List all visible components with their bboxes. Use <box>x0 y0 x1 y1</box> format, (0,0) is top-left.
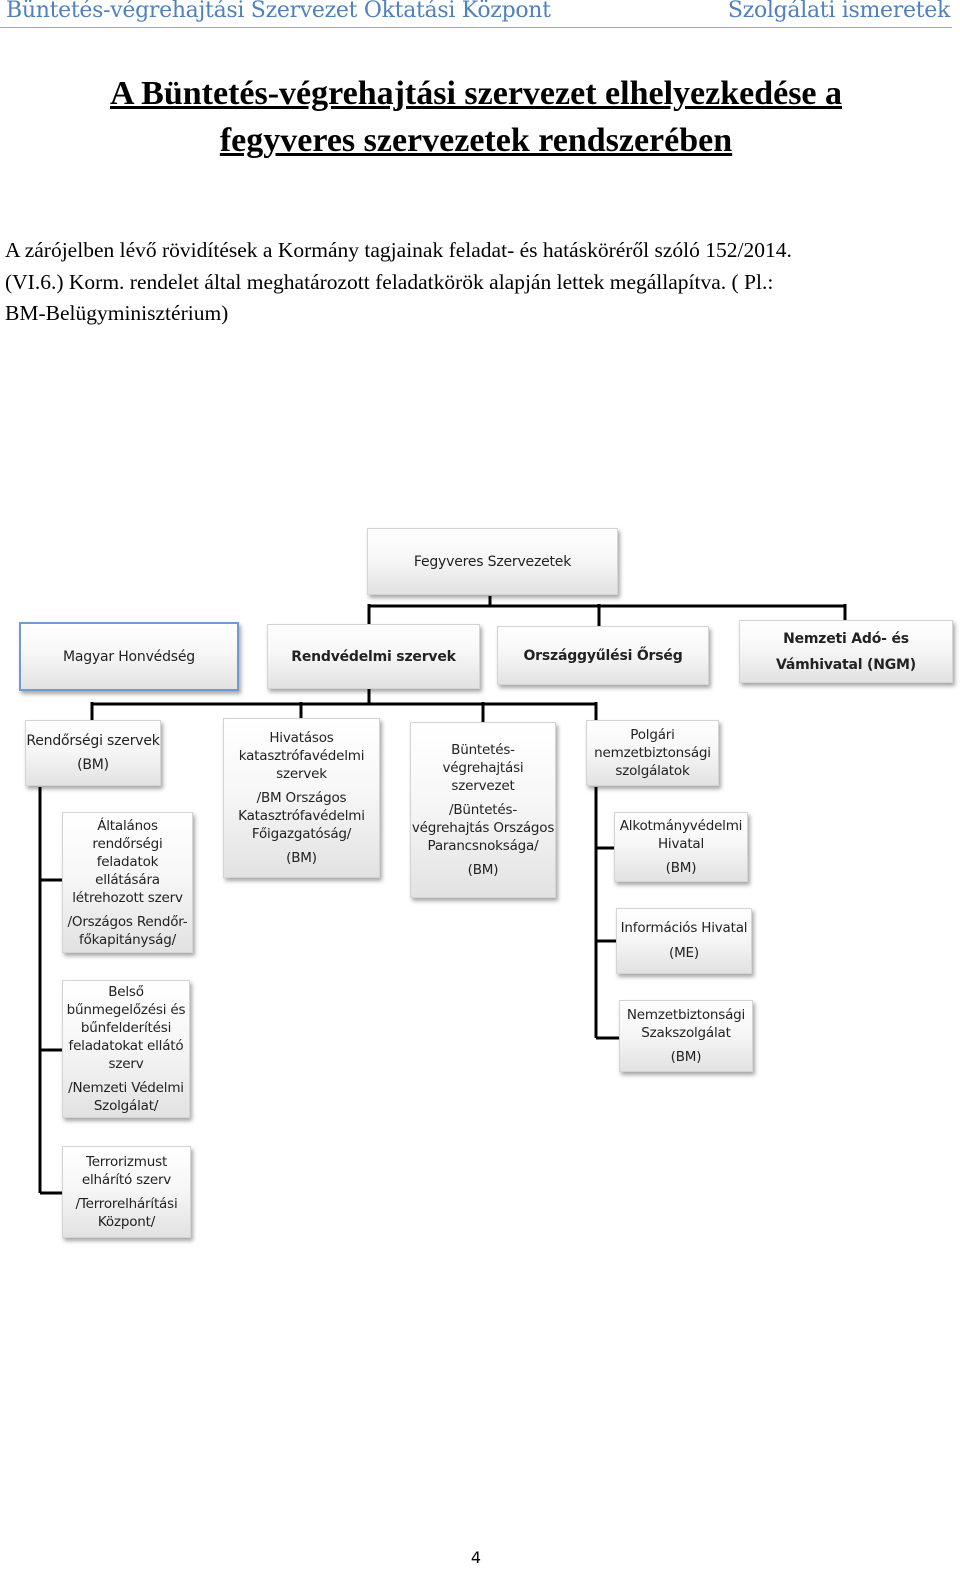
org-box-label-3: szolgálatok <box>615 763 690 779</box>
org-box-label-3: (BM) <box>670 1049 702 1065</box>
intro-paragraph: A zárójelben lévő rövidítések a Kormány … <box>5 235 950 330</box>
org-box-label-1: Hivatásos <box>269 730 334 746</box>
header-section: Szolgálati ismeretek <box>727 0 950 23</box>
org-box-magyar-honvedseg: Magyar Honvédség <box>19 622 239 691</box>
org-box-label: Rendvédelmi szervek <box>291 648 456 665</box>
title-line-2: fegyveres szervezetek rendszerében <box>219 122 733 159</box>
org-box-label-1: Nemzetbiztonsági <box>626 1007 746 1023</box>
org-box-label-4: Központ/ <box>97 1214 156 1230</box>
org-box-orfk: Általános rendőrségi feladatok ellátásár… <box>62 812 193 953</box>
org-box-label-2: rendőrségi <box>92 835 163 852</box>
org-box-orszaggyulesi-orseg: Országgyűlési Őrség <box>497 626 709 685</box>
page-number: 4 <box>470 1548 482 1567</box>
org-box-label-4: /BM Országos <box>256 790 347 806</box>
org-box-label-2: nemzetbiztonsági <box>594 745 711 761</box>
org-box-label-2: (ME) <box>669 945 699 961</box>
org-box-label-3: feladatok <box>96 853 159 870</box>
title-line-1: A Büntetés-végrehajtási szervezet elhely… <box>109 75 843 112</box>
org-box-label-4: ellátására <box>95 871 160 888</box>
org-box-label-1: Nemzeti Adó- és <box>783 630 909 647</box>
org-box-fegyveres-szervezetek: Fegyveres Szervezetek <box>367 528 618 595</box>
org-box-label-4: feladatokat ellátó <box>68 1038 184 1054</box>
org-box-label-2: katasztrófavédelmi <box>238 748 365 764</box>
intro-line-1: A zárójelben lévő rövidítések a Kormány … <box>5 238 792 262</box>
org-box-label-7: főkapitányság/ <box>79 931 176 948</box>
org-box-label-1: Információs Hivatal <box>620 920 748 936</box>
org-box-bv-szervezet: Büntetés- végrehajtási szervezet /Büntet… <box>410 722 556 898</box>
org-box-label-3: /Terrorelhárítási <box>75 1196 178 1212</box>
intro-line-2: (VI.6.) Korm. rendelet által meghatározo… <box>5 269 774 294</box>
org-box-label-7: Szolgálat/ <box>93 1098 159 1114</box>
org-box-tek: Terrorizmust elhárító szerv /Terrorelhár… <box>62 1146 191 1238</box>
org-box-label-5: végrehajtás Országos <box>411 820 555 836</box>
org-box-label-2: Vámhivatal (NGM) <box>776 656 916 673</box>
header-organization: Büntetés-végrehajtási Szervezet Oktatási… <box>6 0 551 23</box>
org-box-label-6: Parancsnoksága/ <box>427 838 539 854</box>
org-box-nav: Nemzeti Adó- és Vámhivatal (NGM) <box>739 620 953 683</box>
org-box-label-1: Terrorizmust <box>85 1154 168 1170</box>
org-box-nvsz: Belső bűnmegelőzési és bűnfelderítési fe… <box>62 980 190 1118</box>
org-box-label-3: szervek <box>276 766 327 782</box>
org-box-label-2: Szakszolgálat <box>641 1025 731 1041</box>
org-box-label-1: Büntetés- <box>451 742 515 758</box>
intro-line-3: BM-Belügyminisztérium) <box>5 301 229 325</box>
org-box-label-2: (BM) <box>77 757 109 773</box>
org-box-label-2: bűnmegelőzési és <box>66 1002 186 1018</box>
org-box-label-1: Általános <box>97 817 158 834</box>
running-header: Büntetés-végrehajtási Szervezet Oktatási… <box>0 0 960 28</box>
org-box-label: Fegyveres Szervezetek <box>413 553 572 570</box>
org-box-label: Magyar Honvédség <box>63 648 195 665</box>
org-box-label-1: Polgári <box>630 727 675 743</box>
org-box-label-6: /Nemzeti Védelmi <box>68 1080 184 1096</box>
org-box-label-5: Katasztrófavédelmi <box>238 808 365 824</box>
org-box-label-2: végrehajtási <box>442 760 524 776</box>
org-box-nemzetbiztonsagi-szakszolgalat: Nemzetbiztonsági Szakszolgálat (BM) <box>619 1000 753 1072</box>
org-box-label-1: Belső <box>108 984 144 1000</box>
org-box-label-3: bűnfelderítési <box>80 1020 172 1036</box>
org-box-label-1: Rendőrségi szervek <box>26 733 160 749</box>
org-box-label-5: létrehozott szerv <box>72 889 183 906</box>
org-box-polgari-nemzetbiztonsagi: Polgári nemzetbiztonsági szolgálatok <box>586 720 719 786</box>
org-box-label-7: (BM) <box>467 862 499 878</box>
org-box-rendvedelmi-szervek: Rendvédelmi szervek <box>267 624 480 689</box>
org-box-label-4: /Büntetés- <box>448 802 518 818</box>
org-box-label-2: Hivatal <box>657 836 705 852</box>
org-box-label-1: Alkotmányvédelmi <box>619 818 743 834</box>
org-box-label-6: /Országos Rendőr- <box>67 913 188 930</box>
org-box-label-2: elhárító szerv <box>81 1172 172 1188</box>
page-title: A Büntetés-végrehajtási szervezet elhely… <box>0 70 952 164</box>
org-box-alkotmanyvedelmi-hivatal: Alkotmányvédelmi Hivatal (BM) <box>614 812 748 882</box>
org-box-label-7: (BM) <box>286 850 317 866</box>
org-box-label-6: Főigazgatóság/ <box>251 826 352 842</box>
org-box-informacios-hivatal: Információs Hivatal (ME) <box>616 908 752 974</box>
org-box-katasztrofavedelem: Hivatásos katasztrófavédelmi szervek /BM… <box>223 718 380 878</box>
org-box-label: Országgyűlési Őrség <box>523 647 683 664</box>
org-box-label-3: szervezet <box>451 778 515 794</box>
org-box-rendorsegi-szervek: Rendőrségi szervek (BM) <box>25 720 161 786</box>
org-box-label-3: (BM) <box>665 860 697 876</box>
header-rule <box>0 27 952 28</box>
org-box-label-5: szerv <box>108 1056 144 1072</box>
